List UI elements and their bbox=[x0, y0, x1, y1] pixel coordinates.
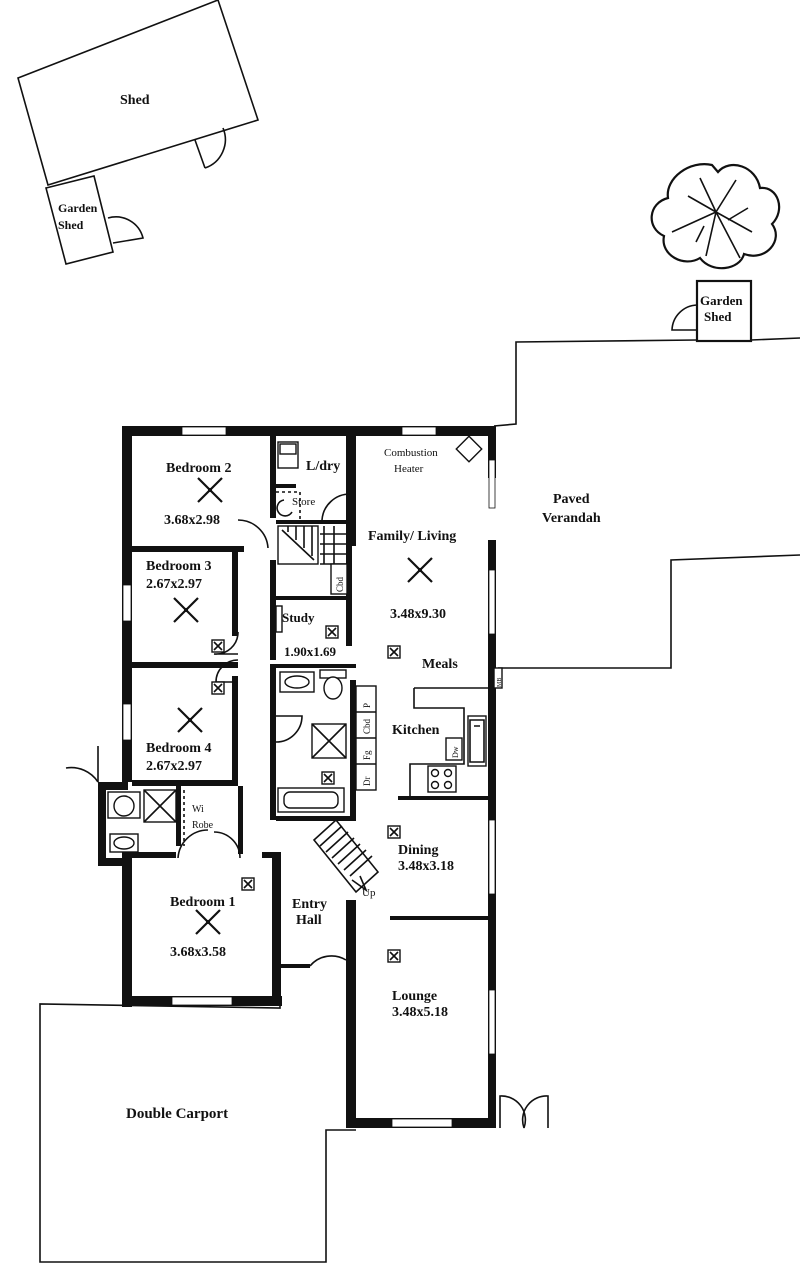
kitchen-label: Kitchen bbox=[392, 723, 440, 738]
meals-label: Meals bbox=[422, 657, 458, 672]
hall-label: Hall bbox=[296, 913, 322, 928]
garden-shed-left-label: Garden bbox=[58, 201, 98, 215]
windows bbox=[122, 426, 496, 1128]
laundry-stairs bbox=[277, 525, 346, 565]
study-size: 1.90x1.69 bbox=[284, 644, 337, 659]
fan-family bbox=[407, 557, 433, 583]
fridge-label: Fg bbox=[362, 750, 372, 760]
verandah-label2: Verandah bbox=[542, 511, 601, 526]
garden-shed-left-label2: Shed bbox=[58, 218, 84, 232]
store-label: Store bbox=[292, 496, 315, 508]
bedroom4-name: Bedroom 4 bbox=[146, 741, 211, 756]
wi-label: Wi bbox=[192, 804, 204, 815]
bedroom2-name: Bedroom 2 bbox=[166, 461, 231, 476]
dryer-label: Dr bbox=[362, 777, 372, 787]
bedroom1-name: Bedroom 1 bbox=[170, 895, 235, 910]
carport-label: Double Carport bbox=[126, 1106, 228, 1122]
fan-bedroom2 bbox=[197, 477, 223, 503]
fan-bedroom1 bbox=[195, 909, 221, 935]
double-carport: Double Carport bbox=[39, 996, 356, 1263]
cbd-laundry-label: Cbd bbox=[335, 576, 345, 592]
ceiling-fans bbox=[173, 477, 433, 935]
vents bbox=[211, 625, 401, 963]
entry-label: Entry bbox=[292, 897, 327, 912]
combustion-label: Combustion bbox=[384, 447, 438, 459]
bedroom2-size: 3.68x2.98 bbox=[164, 513, 220, 528]
fan-bedroom4 bbox=[177, 707, 203, 733]
study-name: Study bbox=[282, 610, 315, 625]
room-labels: Bedroom 2 3.68x2.98 Bedroom 3 2.67x2.97 … bbox=[146, 447, 458, 1020]
bedroom3-size: 2.67x2.97 bbox=[146, 577, 202, 592]
shed: Shed bbox=[17, 0, 260, 187]
paved-verandah: Paved Verandah bbox=[493, 337, 800, 669]
heater-label: Heater bbox=[394, 463, 424, 475]
interior-walls bbox=[132, 436, 488, 968]
tree bbox=[650, 163, 781, 270]
fan-bedroom3 bbox=[173, 597, 199, 623]
lounge-size: 3.48x5.18 bbox=[392, 1005, 448, 1020]
dishwasher-label: Dw bbox=[451, 746, 460, 758]
stairs-up-label: Up bbox=[362, 887, 376, 899]
shed-label: Shed bbox=[120, 93, 150, 108]
garden-shed-right-label: Garden bbox=[700, 293, 743, 308]
robe-label: Robe bbox=[192, 820, 214, 831]
dining-name: Dining bbox=[398, 843, 438, 858]
laundry-label: L/dry bbox=[306, 459, 340, 474]
cbd-kitchen-label: Cbd bbox=[362, 718, 372, 734]
entry-stairs bbox=[312, 818, 380, 894]
garden-shed-right: Garden Shed bbox=[671, 279, 753, 343]
doors bbox=[65, 493, 549, 1129]
garden-shed-right-label2: Shed bbox=[704, 309, 732, 324]
garden-shed-left: Garden Shed bbox=[45, 175, 144, 265]
bedroom1-size: 3.68x3.58 bbox=[170, 945, 226, 960]
meter-box-label: MB bbox=[497, 678, 503, 687]
verandah-label: Paved bbox=[553, 492, 590, 507]
family-name: Family/ Living bbox=[368, 529, 456, 544]
lounge-name: Lounge bbox=[392, 989, 437, 1004]
bedroom3-name: Bedroom 3 bbox=[146, 559, 211, 574]
fixtures: Cbd P Cbd Fg Dr Dw bbox=[107, 435, 503, 899]
pantry-label: P bbox=[362, 703, 372, 708]
dining-size: 3.48x3.18 bbox=[398, 859, 454, 874]
bedroom4-size: 2.67x2.97 bbox=[146, 759, 202, 774]
family-size: 3.48x9.30 bbox=[390, 607, 446, 622]
